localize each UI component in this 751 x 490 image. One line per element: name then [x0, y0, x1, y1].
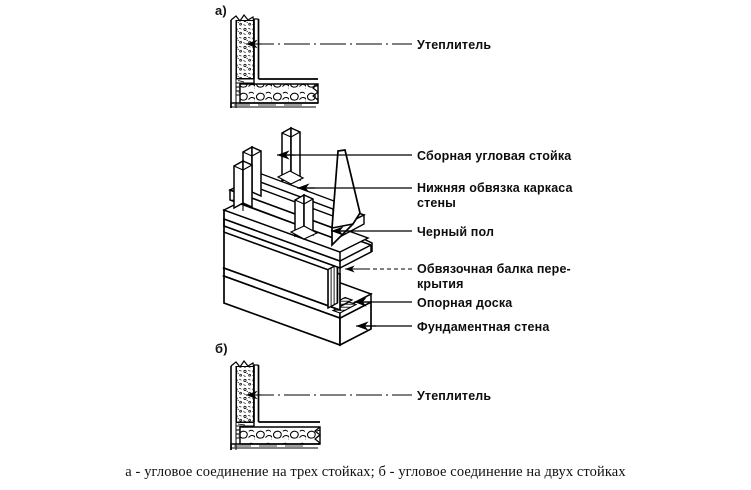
part-marker-b: б) — [215, 341, 228, 356]
callout-opornaya-doska: Опорная доска — [417, 296, 513, 310]
panel-a-drawing — [230, 13, 412, 108]
callout-chernyy-pol: Черный пол — [417, 225, 495, 239]
figure-caption: а - угловое соединение на трех стойках; … — [125, 464, 626, 480]
callout-uteplitel-top: Утеплитель — [417, 38, 492, 52]
callout-obvyazochnaya-balka-perekrytiya: Обвязочная балка пере- крытия — [417, 262, 571, 291]
callout-uteplitel-bottom: Утеплитель — [417, 389, 492, 403]
part-marker-a: а) — [215, 3, 227, 18]
panel-isometric-drawing — [221, 126, 412, 347]
callout-sbornaya-uglovaya-stoyka: Сборная угловая стойка — [417, 149, 572, 163]
callout-fundamentnaya-stena: Фундаментная стена — [417, 320, 550, 334]
callout-nizhnyaya-obvyazka-karkasa-steny: Нижняя обвязка каркаса стены — [417, 181, 573, 210]
panel-b-drawing — [230, 359, 412, 450]
